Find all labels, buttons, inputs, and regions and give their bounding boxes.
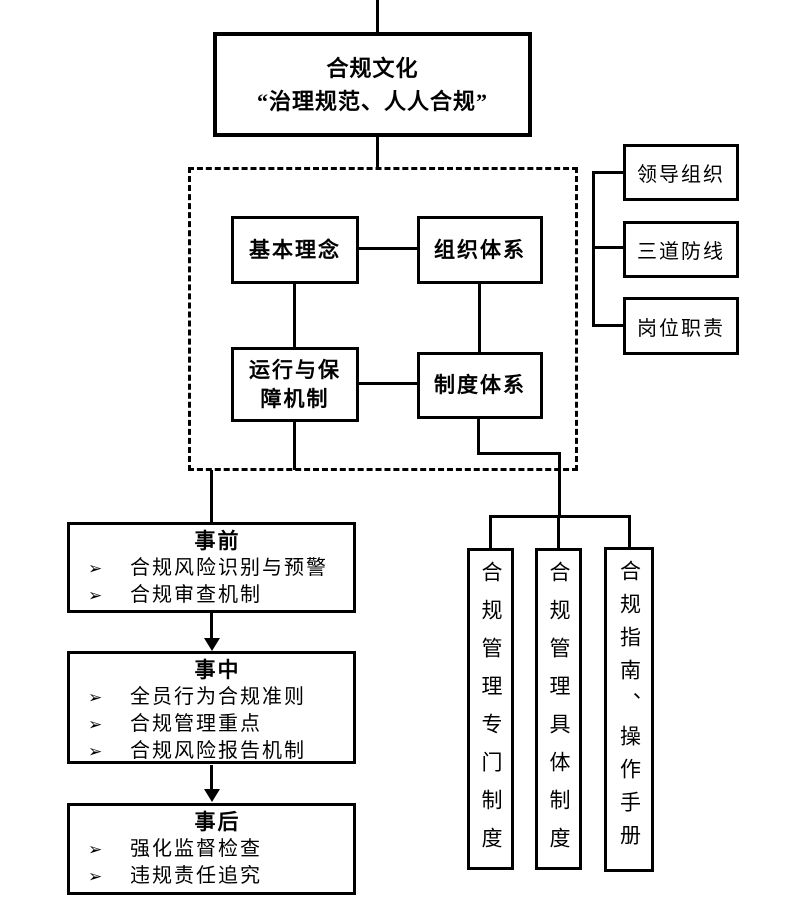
- operation-label-line1: 运行与保: [249, 357, 341, 382]
- stage-during-box: 事中 ➢ 全员行为合规准则 ➢ 合规管理重点 ➢ 合规风险报告机制: [67, 651, 356, 764]
- basic-concept-label: 基本理念: [249, 237, 341, 262]
- stage-during-item-1: 全员行为合规准则: [130, 686, 306, 708]
- arrow-bullet-icon: ➢: [88, 688, 103, 707]
- stage-before-item-2: 合规审查机制: [130, 584, 262, 606]
- list-item: ➢ 合规风险报告机制: [88, 738, 347, 765]
- arrow-bullet-icon: ➢: [88, 867, 103, 886]
- arrow-bullet-icon: ➢: [88, 586, 103, 605]
- post-duty-box: 岗位职责: [623, 297, 739, 355]
- connector-topbox-to-dashed: [376, 136, 379, 169]
- connector-operation-institution: [358, 382, 418, 385]
- list-item: ➢ 全员行为合规准则: [88, 684, 347, 711]
- connector-top-entry: [376, 0, 379, 33]
- list-item: ➢ 合规审查机制: [88, 582, 347, 609]
- institution-system-label: 制度体系: [434, 373, 526, 397]
- bracket-stub-leader: [592, 171, 623, 174]
- arrow-bullet-icon: ➢: [88, 742, 103, 761]
- connector-basic-operation: [293, 283, 296, 348]
- stage-during-title: 事中: [194, 658, 241, 682]
- stage-after-item-1: 强化监督检查: [130, 838, 262, 860]
- arrow-bullet-icon: ➢: [88, 715, 103, 734]
- specific-system-box: 合规管理具体制度: [535, 548, 582, 870]
- bracket-vertical: [592, 171, 595, 327]
- guide-manual-box: 合规指南、操作手册: [604, 547, 654, 872]
- stage-during-item-2: 合规管理重点: [130, 713, 262, 735]
- special-system-label: 合规管理专门制度: [479, 561, 503, 865]
- connector-institution-drop: [558, 452, 561, 518]
- connector-operation-down: [293, 421, 296, 470]
- list-item: ➢ 合规管理重点: [88, 711, 347, 738]
- stage-before-title: 事前: [194, 529, 241, 553]
- connector-institution-down: [477, 418, 480, 455]
- basic-concept-box: 基本理念: [231, 216, 359, 284]
- stage-after-box: 事后 ➢ 强化监督检查 ➢ 违规责任追究: [67, 803, 356, 895]
- specific-system-label: 合规管理具体制度: [547, 561, 571, 865]
- connector-institution-right: [477, 452, 561, 455]
- culture-line1: 合规文化: [326, 55, 419, 81]
- stage-after-item-2: 违规责任追究: [130, 865, 262, 887]
- connector-vbox-bar: [489, 515, 631, 518]
- leadership-box: 领导组织: [623, 144, 739, 201]
- post-duty-label: 岗位职责: [637, 317, 725, 340]
- connector-vbox1-stub: [489, 515, 492, 548]
- operation-label-line2: 障机制: [260, 386, 330, 411]
- stage-during-item-3: 合规风险报告机制: [130, 740, 306, 762]
- three-lines-box: 三道防线: [623, 221, 739, 278]
- arrow-down-icon: [204, 789, 220, 802]
- stage-before-item-1: 合规风险识别与预警: [130, 557, 328, 579]
- stage-after-title: 事后: [194, 810, 241, 834]
- list-item: ➢ 强化监督检查: [88, 836, 347, 863]
- connector-dashed-to-before: [210, 470, 213, 522]
- bracket-stub-defense: [592, 246, 623, 249]
- connector-vbox3-stub: [628, 515, 631, 548]
- connector-org-institution: [478, 283, 481, 353]
- special-system-box: 合规管理专门制度: [467, 548, 514, 870]
- operation-guarantee-box: 运行与保 障机制: [231, 347, 359, 422]
- arrow-bullet-icon: ➢: [88, 840, 103, 859]
- leadership-label: 领导组织: [637, 164, 725, 186]
- connector-vbox2-stub: [557, 515, 560, 548]
- three-lines-label: 三道防线: [637, 241, 725, 263]
- organization-system-box: 组织体系: [417, 216, 543, 284]
- core-dashed-container: [188, 167, 578, 471]
- list-item: ➢ 合规风险识别与预警: [88, 555, 347, 582]
- organization-system-label: 组织体系: [434, 237, 526, 262]
- culture-box: 合规文化 “治理规范、人人合规”: [213, 32, 532, 137]
- guide-manual-label: 合规指南、操作手册: [617, 560, 642, 857]
- arrow-before-during-line: [210, 613, 213, 639]
- institution-system-box: 制度体系: [417, 352, 543, 419]
- arrow-during-after-line: [210, 765, 213, 790]
- bracket-stub-duty: [592, 324, 623, 327]
- stage-before-box: 事前 ➢ 合规风险识别与预警 ➢ 合规审查机制: [67, 522, 356, 613]
- list-item: ➢ 违规责任追究: [88, 863, 347, 890]
- culture-line2: “治理规范、人人合规”: [256, 88, 488, 114]
- arrow-bullet-icon: ➢: [88, 559, 103, 578]
- arrow-down-icon: [204, 638, 220, 651]
- connector-basic-org: [358, 247, 418, 250]
